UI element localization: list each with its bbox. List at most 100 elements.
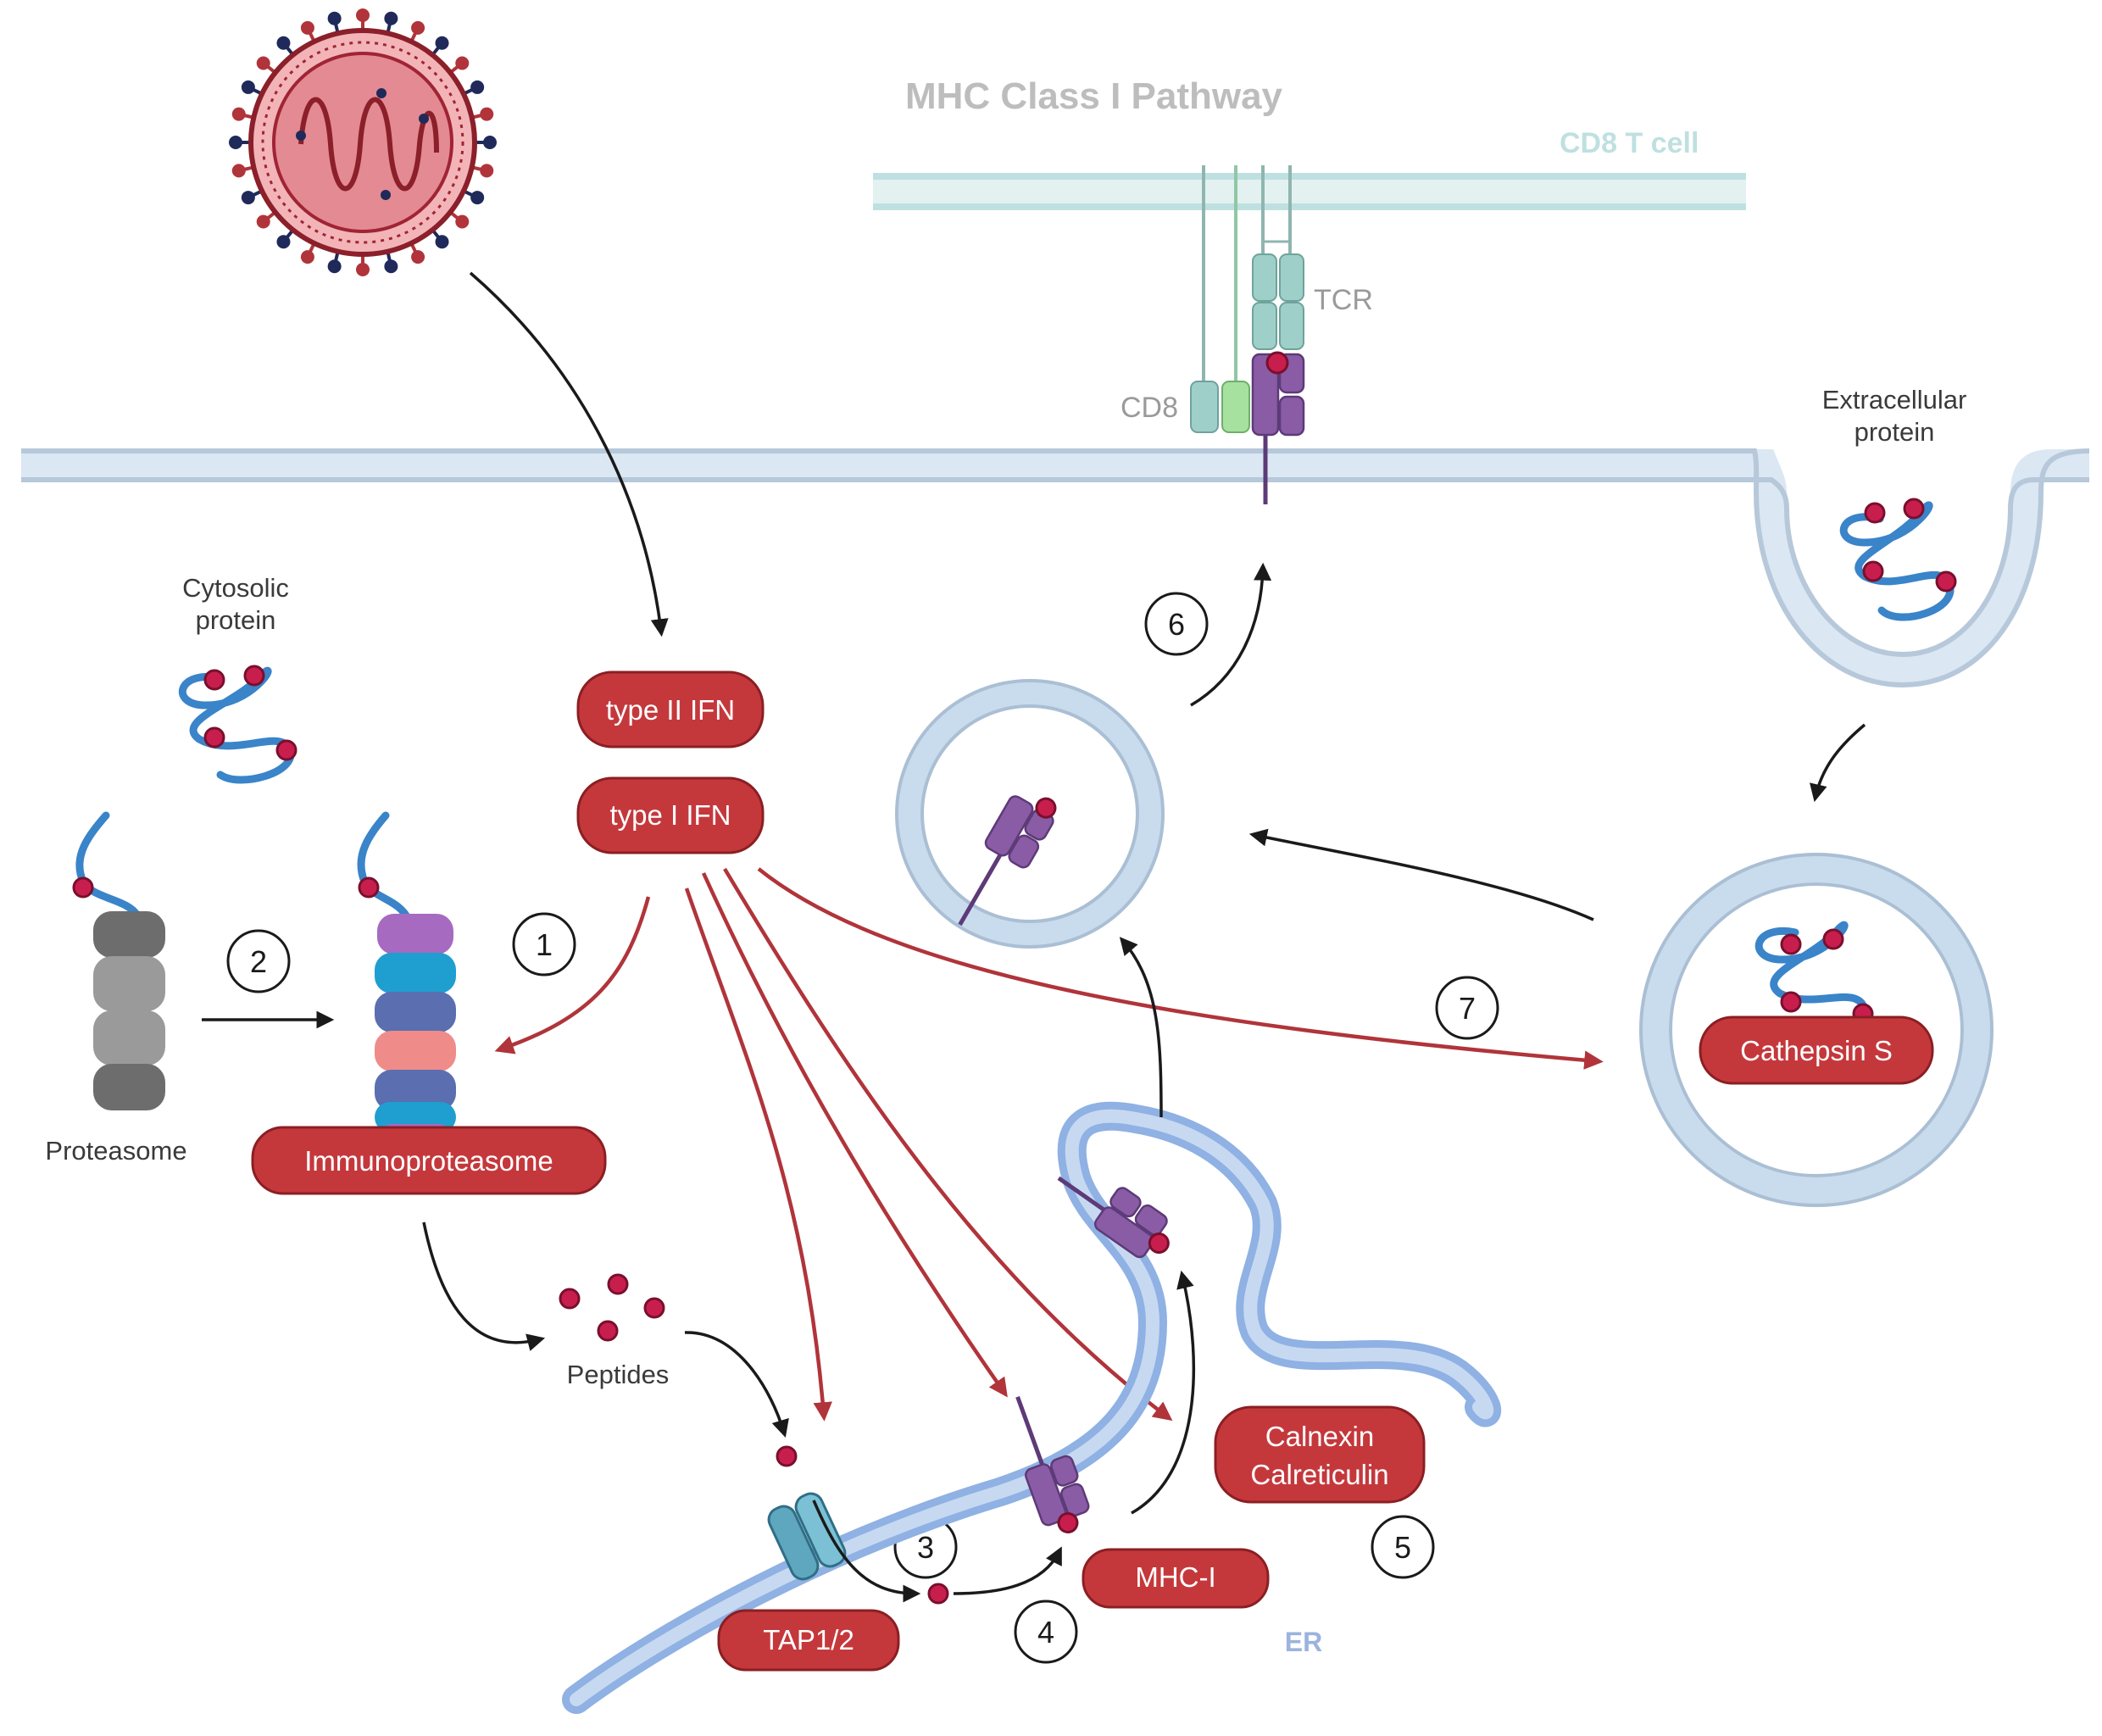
svg-text:Immunoproteasome: Immunoproteasome — [304, 1145, 553, 1177]
cathepsin-s-pill: Cathepsin S — [1699, 1015, 1934, 1085]
extracellular-label-1: Extracellular — [1822, 385, 1967, 415]
vesicle-to-surface-arrow — [1190, 562, 1272, 707]
mhc-i-loading — [1015, 1395, 1090, 1533]
svg-text:Calnexin: Calnexin — [1265, 1421, 1374, 1452]
cd8-label: CD8 — [1121, 392, 1178, 424]
peptides-to-tap-arrow — [684, 1331, 789, 1438]
type-ii-ifn-pill: type II IFN — [576, 670, 765, 748]
virus-spike-head — [256, 56, 270, 70]
mhc-i-budding — [1057, 1176, 1170, 1259]
virus-spike-head — [480, 107, 494, 121]
cytosolic-protein — [178, 665, 298, 784]
diagram-title: MHC Class I Pathway — [905, 75, 1283, 117]
svg-text:TAP1/2: TAP1/2 — [763, 1624, 854, 1655]
immunoproteasome — [357, 811, 456, 1156]
cytosolic-label-1: Cytosolic — [182, 573, 289, 603]
peptide-at-tap — [776, 1445, 798, 1467]
proteasome-label: Proteasome — [45, 1136, 186, 1166]
proteasome — [72, 811, 165, 1110]
virus-spike-head — [231, 164, 246, 178]
svg-text:Cathepsin S: Cathepsin S — [1740, 1035, 1893, 1066]
step-2-badge: 2 — [226, 929, 291, 993]
svg-text:3: 3 — [917, 1530, 934, 1565]
virus-spike-head — [455, 56, 470, 70]
virus-spike-head — [229, 136, 242, 149]
virus-spike-head — [241, 80, 255, 94]
virus-spike-head — [356, 8, 370, 22]
virus-spike-head — [256, 214, 270, 229]
virus-spike-head — [327, 259, 342, 274]
virus-spike-head — [384, 259, 398, 274]
endosome-protein — [1754, 921, 1874, 1035]
peptide-to-mhc-arrow — [953, 1546, 1062, 1595]
virus-spike-head — [435, 36, 449, 50]
svg-text:4: 4 — [1037, 1615, 1054, 1650]
endosome-to-vesicle-arrow — [1248, 828, 1594, 921]
cytosolic-label-2: protein — [196, 605, 276, 635]
cell-membrane — [21, 448, 2090, 688]
type-i-ifn-pill: type I IFN — [576, 776, 765, 854]
virus-to-ifn-arrow — [469, 271, 669, 637]
step-7-badge: 7 — [1435, 976, 1499, 1040]
tcr-label: TCR — [1314, 284, 1373, 316]
ifn-to-immunoproteasome-arrow — [494, 896, 651, 1054]
virus-spike-head — [435, 235, 449, 249]
virus-spike-head — [327, 11, 342, 25]
tap-pill: TAP1/2 — [717, 1609, 900, 1672]
svg-text:5: 5 — [1394, 1530, 1411, 1565]
surface-mhc-tcr-complex — [1190, 165, 1305, 504]
peptides — [559, 1273, 665, 1342]
virus-spike-head — [411, 250, 425, 264]
step-4-badge: 4 — [1014, 1600, 1078, 1664]
virus-spike-head — [411, 20, 425, 35]
er-label: ER — [1285, 1627, 1322, 1657]
peptides-label: Peptides — [567, 1360, 670, 1389]
virus-spike-head — [384, 11, 398, 25]
svg-text:7: 7 — [1459, 991, 1476, 1026]
virus-spike-head — [455, 214, 470, 229]
ifn-to-cathepsin-arrow — [757, 867, 1604, 1070]
mhc-exit-arrow — [1131, 1270, 1196, 1515]
svg-text:MHC-I: MHC-I — [1135, 1561, 1215, 1593]
ifn-to-tap-arrow — [684, 887, 832, 1422]
mhc-i-pill: MHC-I — [1082, 1548, 1270, 1609]
svg-text:6: 6 — [1168, 607, 1185, 642]
tap-to-peptide-arrow — [812, 1500, 921, 1603]
virus-spike-head — [480, 164, 494, 178]
virus-spike-head — [231, 107, 246, 121]
er-membrane — [562, 1101, 1502, 1714]
virus-spike-head — [470, 80, 485, 94]
immunoproteasome-pill: Immunoproteasome — [251, 1126, 607, 1195]
svg-text:Calreticulin: Calreticulin — [1250, 1459, 1388, 1490]
virus-spike-head — [300, 250, 314, 264]
er-to-vesicle-arrow — [1119, 937, 1163, 1118]
virus-spike-head — [483, 136, 497, 149]
svg-text:1: 1 — [536, 927, 553, 962]
t-cell-membrane — [873, 173, 1746, 210]
cd8-t-cell-label: CD8 T cell — [1560, 127, 1699, 159]
virus — [229, 8, 497, 276]
step-1-badge: 1 — [512, 912, 576, 976]
step-6-badge: 6 — [1144, 592, 1209, 656]
virus-spike-head — [276, 235, 291, 249]
step-5-badge: 5 — [1371, 1515, 1435, 1579]
svg-text:type I IFN: type I IFN — [609, 799, 731, 831]
virus-spike-head — [300, 20, 314, 35]
peptide-in-er — [927, 1583, 949, 1605]
invagination-to-endosome-arrow — [1810, 723, 1866, 803]
virus-spike-head — [241, 191, 255, 205]
ifn-to-mhc-arrow — [701, 872, 1008, 1398]
immunoproteasome-to-peptides-arrow — [422, 1221, 546, 1351]
ifn-to-calnexin-arrow — [723, 867, 1173, 1422]
vesicle-mhc-i — [958, 795, 1057, 926]
svg-text:type II IFN: type II IFN — [606, 694, 735, 726]
virus-spike-head — [356, 263, 370, 276]
virus-spike-head — [470, 191, 485, 205]
extracellular-label-2: protein — [1855, 417, 1935, 447]
calnexin-calreticulin-pill: Calnexin Calreticulin — [1214, 1405, 1426, 1504]
virus-spike-head — [276, 36, 291, 50]
tap-transporter — [767, 1492, 847, 1581]
svg-text:2: 2 — [250, 944, 267, 979]
extracellular-protein — [1839, 498, 1957, 621]
